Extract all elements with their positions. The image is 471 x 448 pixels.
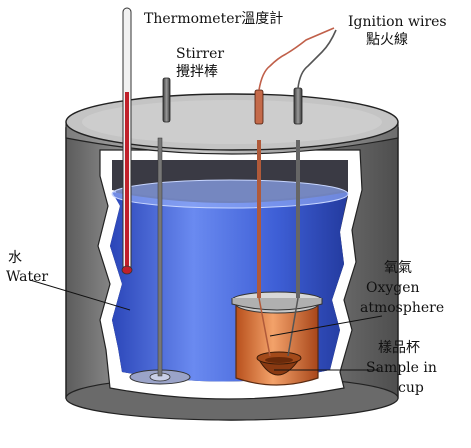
sample-label-en2: cup <box>398 380 424 396</box>
oxygen-label-en2: atmosphere <box>360 300 444 316</box>
ignition-wires <box>258 27 337 91</box>
leader-lines <box>29 279 383 371</box>
lid <box>65 93 399 155</box>
stirrer-label-zh: 攪拌棒 <box>176 64 218 80</box>
water-label-zh: 水 <box>8 250 22 266</box>
stirrer-rod <box>157 77 171 377</box>
sample-label-zh: 樣品杯 <box>378 339 420 356</box>
sample-cup <box>256 351 302 376</box>
ignition-label-en: Ignition wires <box>348 14 447 30</box>
thermometer-label: Thermometer溫度計 <box>144 11 283 27</box>
water-label-en: Water <box>6 269 48 285</box>
ignition-label-zh: 點火線 <box>366 32 408 48</box>
thermometer <box>121 7 133 275</box>
stirrer-label-en: Stirrer <box>176 46 224 62</box>
oxygen-label-zh: 氧氣 <box>384 260 412 276</box>
oxygen-label-en1: Oxygen <box>366 280 420 296</box>
ignition-posts <box>254 87 303 357</box>
sample-label-en1: Sample in <box>366 360 437 376</box>
